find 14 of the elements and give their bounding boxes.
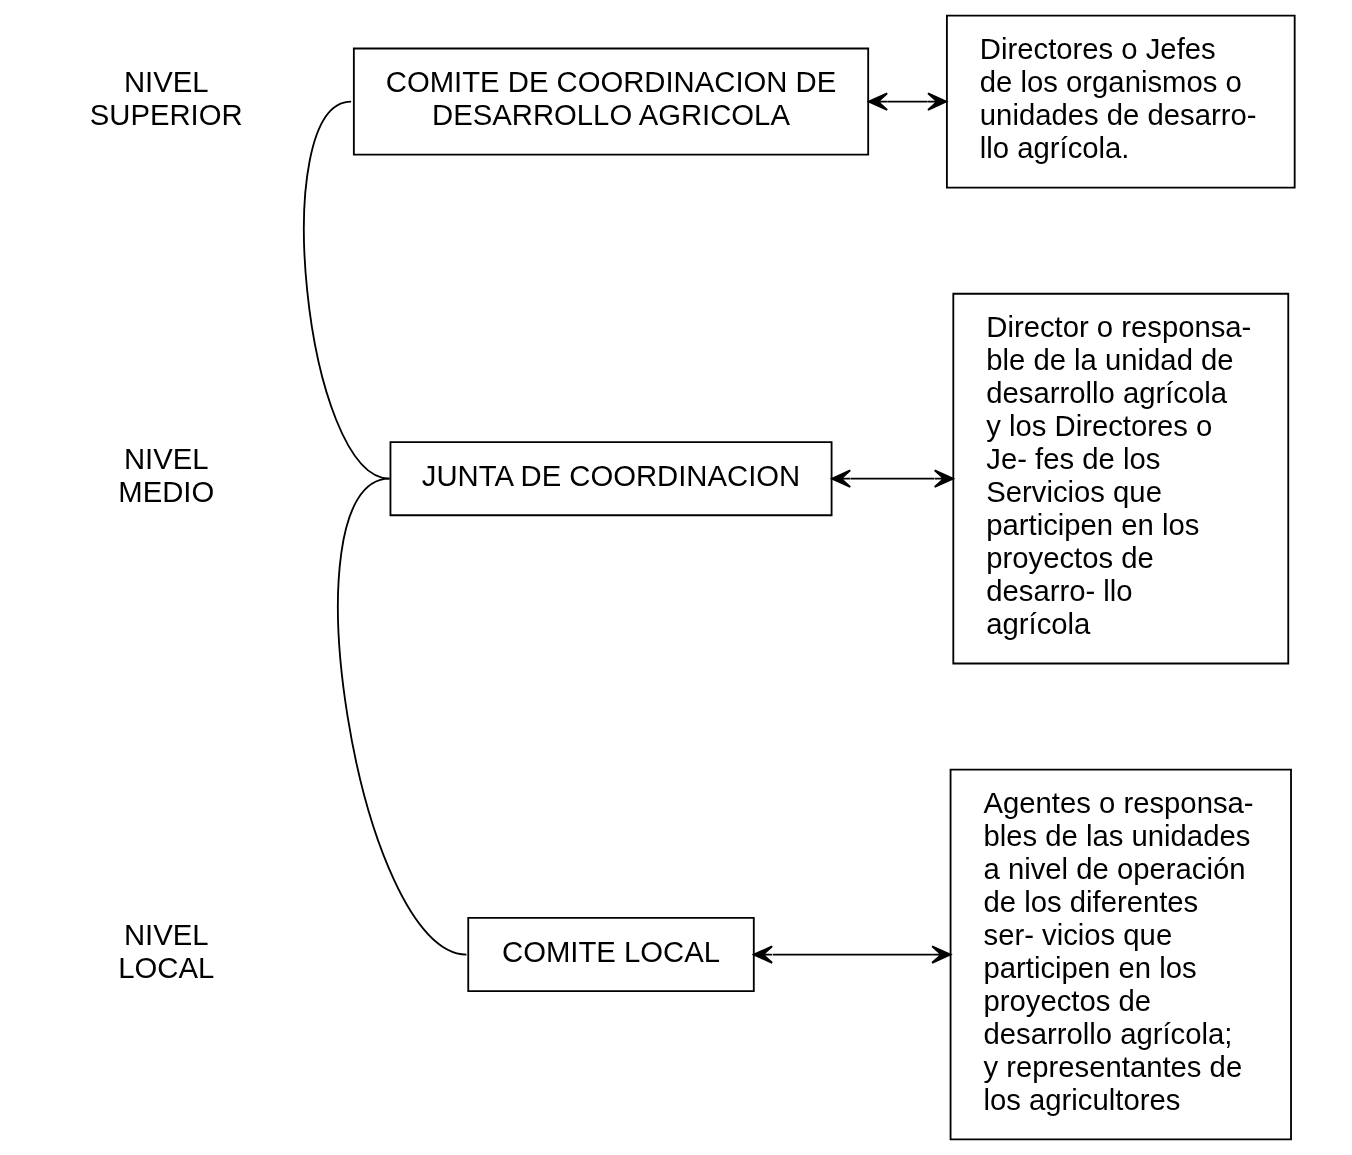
node-box: Directores o Jefes de los organismos o unidades de desarro- llo agrícola. [946,14,1296,189]
label: NIVEL MEDIO [118,442,215,509]
connector [303,100,391,480]
node-box: Director o responsa- ble de la unidad de desarrollo agrícola y los Directores o Je- fes de los Servicios que participen en los proyectos de desarro- llo agrícola [952,292,1290,665]
node-box: Agentes o responsa- bles de las unidades a nivel de operación de los diferentes ser- vicios que participen en los proyectos de desarrollo agrícola; y representantes de los agricultores [949,768,1292,1141]
label: NIVEL LOCAL [118,918,215,984]
arrow [831,469,954,488]
connector [337,477,468,956]
node-box: COMITE LOCAL [467,917,755,993]
label: NIVEL SUPERIOR [89,65,243,132]
arrow [867,92,948,111]
arrow [752,945,952,964]
node-box: JUNTA DE COORDINACION [389,441,833,517]
node-box: COMITE DE COORDINACION DE DESARROLLO AGRICOLA [352,47,870,156]
